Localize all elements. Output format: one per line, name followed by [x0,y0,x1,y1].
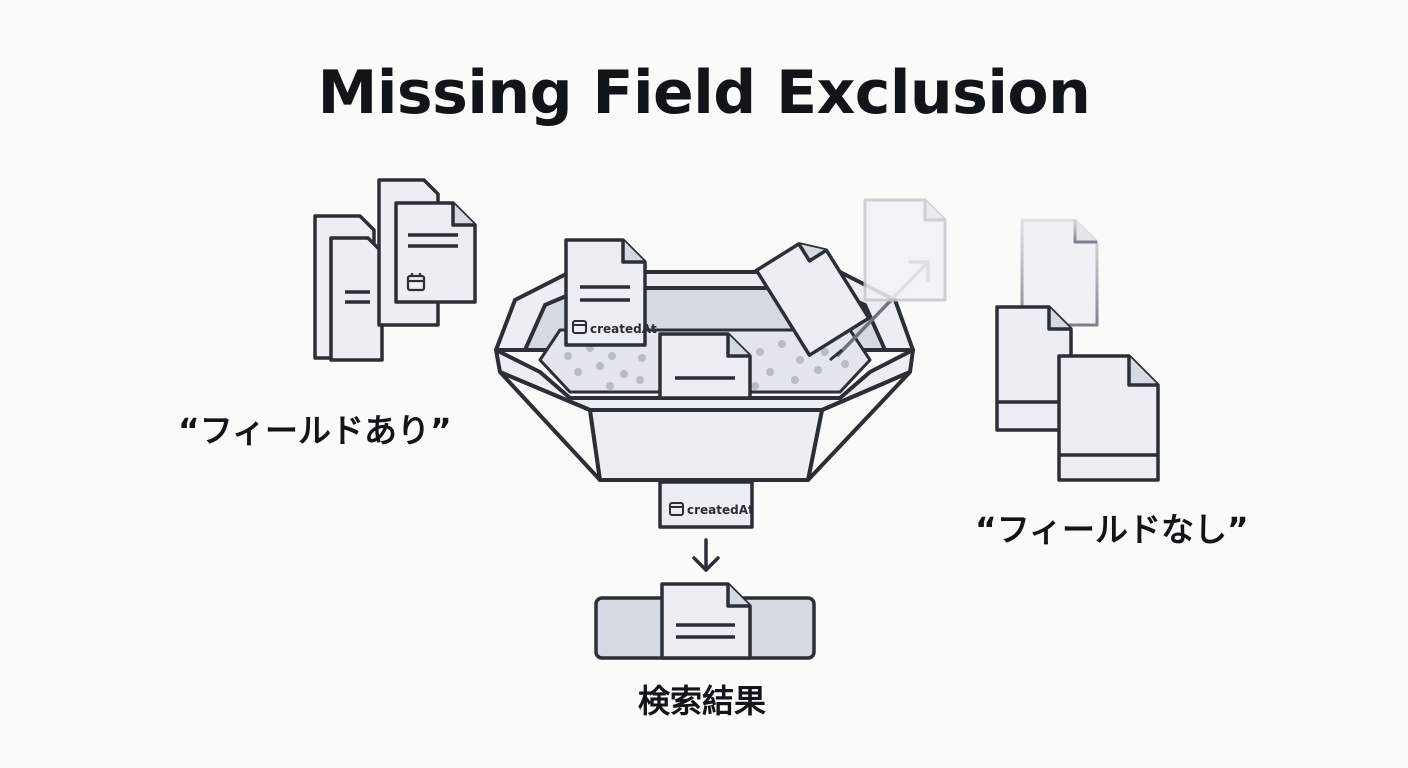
down-arrow [692,538,720,572]
sieve-dots [564,340,849,390]
document-icon [1057,354,1160,482]
document-icon [394,201,477,304]
calendar-icon [572,320,587,334]
output-created-at-tag-label: createdAt [687,503,754,517]
document-with-created-at [564,238,647,347]
calendar-icon [669,502,684,516]
document-icon [658,332,752,400]
without-field-label: “フィールドなし” [975,510,1249,549]
search-results-tray [594,582,816,660]
document-icon [329,236,384,362]
rejected-document [754,242,871,357]
page-title: Missing Field Exclusion [317,58,1091,128]
calendar-icon [406,273,426,292]
without-field-document-stack [995,218,1160,482]
exit-arrow [829,348,843,362]
faded-document [863,198,947,302]
created-at-tag-label: createdAt [590,322,657,336]
output-created-at-card [658,480,754,529]
search-results-label: 検索結果 [638,682,767,720]
with-field-document-stack [313,178,477,362]
with-field-label: “フィールドあり” [178,411,452,450]
